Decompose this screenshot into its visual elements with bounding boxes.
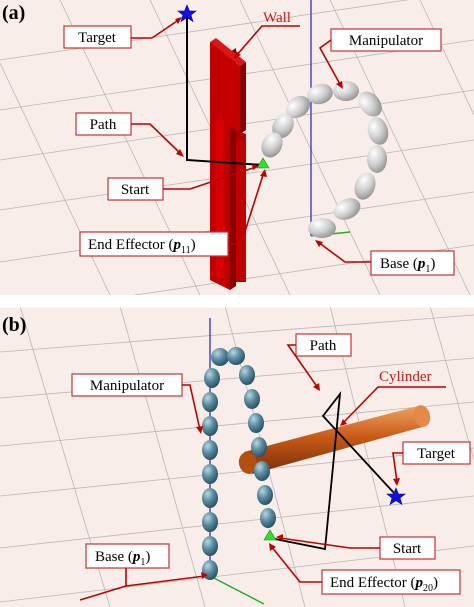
panel-b-start-arrowhead [276, 534, 283, 541]
panel-b-manipulator-label: Manipulator [90, 378, 164, 394]
panel-b-manipulator-arrowhead [196, 426, 203, 434]
panel-a-path-label: Path [90, 117, 117, 133]
panel-b-path-arrow [286, 344, 319, 389]
panel-a-path-arrowhead [176, 149, 184, 157]
panel-b-target-arrowhead [393, 478, 400, 486]
panel-a-start-arrow [163, 166, 257, 190]
panel-b-target-star-icon [386, 487, 406, 506]
panel-a-base-arrowhead [315, 240, 323, 247]
panel-b-start-label: Start [393, 541, 422, 557]
panel-a-path-arrow [131, 123, 182, 155]
panel-b-end-effector-arrow [270, 545, 322, 583]
panel-b-cylinder-arrowhead [340, 419, 347, 426]
panel-b-cylinder-arrow [342, 386, 446, 424]
panel-a-base-label: Base (p1) [380, 256, 435, 275]
panel-a-target-arrow [151, 18, 181, 39]
panel-b-base-arrowhead [201, 572, 208, 579]
panel-b-base-lower-arrow [79, 585, 127, 601]
panel-b-path-arrowhead [313, 383, 320, 391]
panel-a-manipulator-label: Manipulator [349, 33, 423, 49]
panel-a-end-effector-arrowhead [260, 169, 267, 177]
panel-b-path-line [269, 390, 395, 551]
panel-b-x-axis [209, 575, 265, 605]
panel-b-base-label: Base (p1) [95, 549, 150, 568]
panel-a-end-effector-arrow [228, 171, 265, 245]
panel-b-target-label: Target [417, 446, 456, 462]
panel-a-end-effector-box [79, 231, 229, 257]
panel-a-manipulator-arrowhead [336, 81, 343, 89]
panel-a-base-box [370, 250, 455, 276]
panel-a-wall-label: Wall [263, 10, 291, 26]
panel-a-start-label: Start [121, 182, 150, 198]
panel-a-manipulator-arrow [318, 39, 342, 87]
panel-b-end-effector-arrowhead [269, 543, 276, 551]
panel-b-end-effector-label: End Effector (p20) [330, 575, 438, 594]
panel-a: (a) Target Wall Manipulator Path Start E… [0, 0, 474, 295]
panel-a-end-effector-label: End Effector (p11) [88, 237, 196, 256]
panel-a-start-arrowhead [252, 164, 259, 170]
panel-b-target-arrow [392, 452, 403, 483]
wall [210, 38, 246, 290]
panel-a-target-arrowhead [175, 17, 182, 24]
panel-b-label: (b) [2, 314, 26, 336]
panel-a-wall-arrowhead [234, 51, 241, 59]
panel-a-label: (a) [2, 2, 25, 24]
panel-a-start-triangle-icon [256, 157, 270, 169]
panel-b: (b) Path Manipulator Cylinder Target Sta… [0, 306, 474, 607]
panel-a-target-box [63, 25, 132, 49]
panel-b-manipulator-arrow [182, 384, 201, 431]
panel-a-target-star-icon [177, 4, 197, 23]
panel-a-base-arrow [317, 241, 371, 263]
panel-b-start-arrow [279, 537, 380, 549]
panel-b-base-box [85, 543, 170, 569]
panel-a-path-line [186, 14, 264, 166]
panel-b-start-triangle-icon [263, 529, 277, 541]
panel-a-target-label: Target [78, 30, 117, 46]
panel-b-path-label: Path [310, 338, 337, 354]
panel-b-cylinder-label: Cylinder [379, 369, 432, 385]
panel-b-manipulator [202, 347, 276, 580]
panel-b-end-effector-box [321, 569, 461, 595]
panel-a-wall-arrow [235, 25, 300, 57]
